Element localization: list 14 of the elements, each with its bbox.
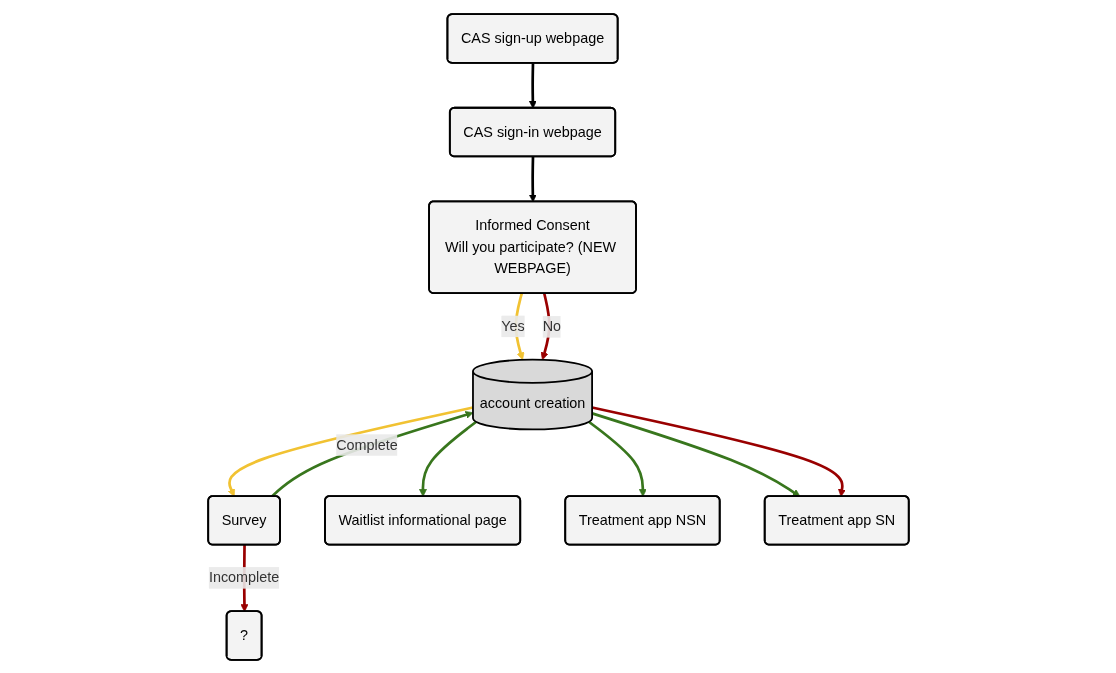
arrow [227,405,473,497]
edge-label: No [542,318,561,334]
edge-label: Incomplete [208,569,279,585]
arrow [418,420,477,497]
arrow [591,405,846,497]
edge-label: Yes [500,317,525,334]
arrow [591,411,800,497]
arrow [587,420,647,497]
arrow [540,292,551,360]
arrow [514,292,524,360]
arrow [528,62,537,109]
edge-label: Complete [335,436,398,452]
arrow [270,410,473,497]
arrow [528,156,537,202]
